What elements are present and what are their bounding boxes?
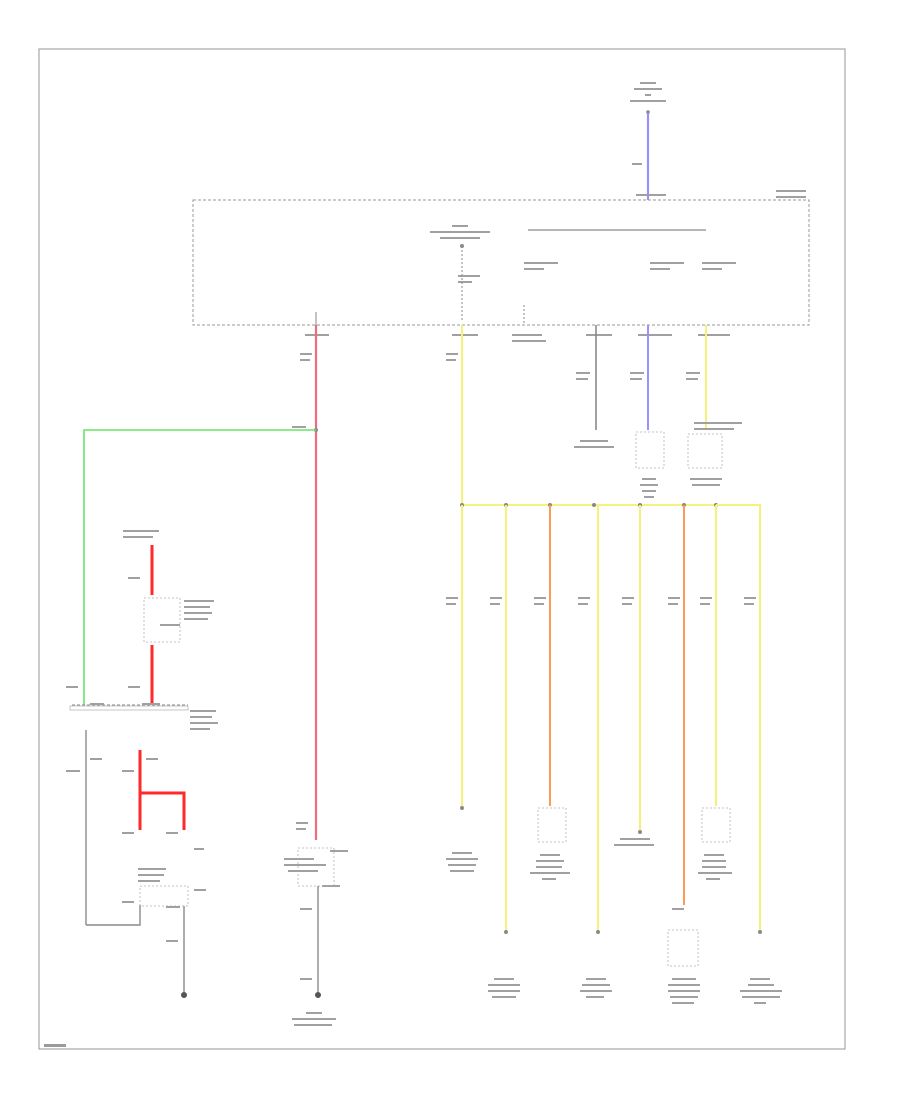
drop-wire-8: [716, 504, 761, 930]
gray-input-label: [574, 440, 614, 448]
center-connector: [297, 847, 335, 887]
green-branch-wire: [83, 429, 316, 705]
page-frame: [38, 48, 846, 1050]
relay-red-branch: [140, 791, 186, 830]
wire-label: [292, 426, 306, 428]
wire-label: [300, 353, 312, 355]
wire-label: [166, 832, 178, 834]
yellow-input-label: [694, 422, 742, 430]
relay-return-wire: [86, 905, 141, 926]
module-pin-labels: [305, 334, 730, 342]
wire-label: [194, 848, 204, 850]
component-1: [446, 806, 478, 872]
wire-label: [300, 359, 310, 361]
wire-label: [66, 686, 78, 688]
ground-center-label: [292, 1012, 336, 1026]
wire-label: [632, 163, 642, 165]
module-internal-labels: [458, 262, 736, 283]
yellow-input-connector: [687, 433, 723, 469]
wire-label: [90, 758, 102, 760]
bottom-component-2: [580, 930, 612, 998]
component-3: [530, 807, 570, 880]
wire-label: [122, 770, 134, 772]
drop-wire-labels: [446, 597, 756, 605]
relay-label-bottom: [138, 868, 166, 882]
bottom-component-4: [740, 930, 782, 1004]
bottom-component-1: [488, 930, 520, 998]
wire-label: [66, 770, 80, 772]
component-5: [614, 830, 654, 846]
box-label-right: [776, 190, 806, 192]
module-title: [430, 225, 490, 239]
switch-component: [143, 597, 181, 643]
switch-label-top: [123, 530, 214, 626]
relay-block: [69, 703, 218, 730]
control-module: [192, 199, 810, 326]
violet-input-label: [640, 478, 658, 498]
top-supply-label: [630, 82, 666, 102]
wire-label: [146, 758, 158, 760]
yellow-input-sublabel: [690, 478, 722, 486]
pin-label: [636, 194, 666, 196]
wire-label: [128, 686, 140, 688]
ground-point-center: [315, 992, 321, 998]
wire-label: [122, 832, 134, 834]
component-7: [698, 807, 732, 880]
ground-point-left: [181, 992, 187, 998]
violet-input-connector: [635, 431, 665, 469]
bottom-component-3: [667, 908, 700, 1004]
relay-lower-block: [139, 885, 189, 907]
figure-code: [44, 1044, 66, 1047]
box-label-right-2: [776, 196, 806, 198]
